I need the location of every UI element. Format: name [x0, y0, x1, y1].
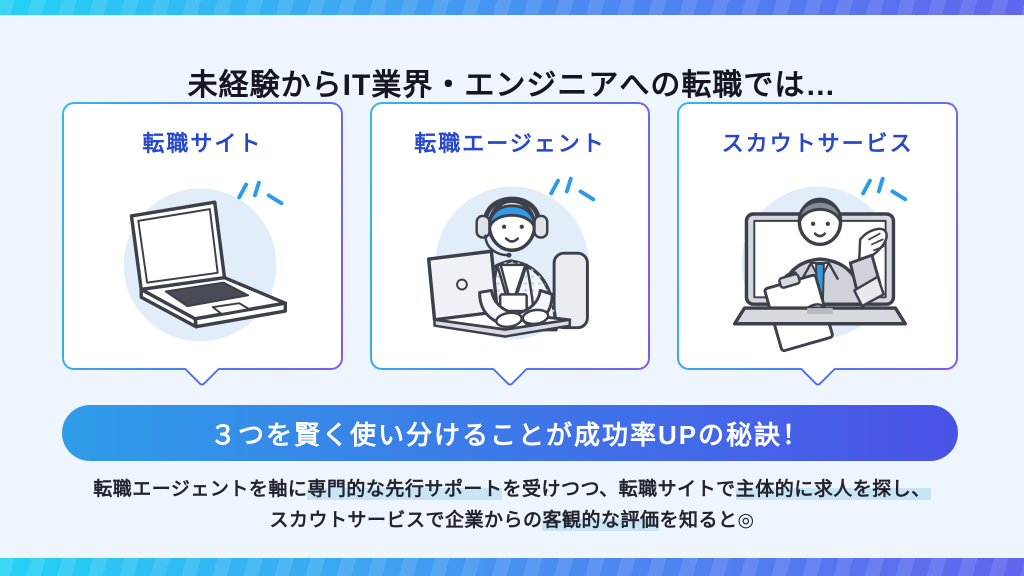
highlighted-phrase: 主体的に求人を探し、	[735, 479, 931, 500]
highlighted-phrase: 専門的な先行サポート	[307, 479, 503, 500]
clipboard-clip	[777, 272, 801, 289]
lanyard	[499, 265, 526, 298]
scout-video-call-illustration	[732, 176, 907, 353]
agent-at-laptop-illustration	[426, 176, 596, 340]
card-title: 転職エージェント	[414, 131, 606, 156]
sparkle-icon	[549, 176, 596, 202]
cuff	[852, 275, 885, 308]
card-scout-service: スカウトサービス	[677, 102, 959, 388]
laptop-base	[732, 306, 907, 326]
description-line-2: スカウトサービスで企業からの客観的な評価を知ると◎	[269, 510, 755, 531]
page-title: 未経験からIT業界・エンジニアへの転職では…	[187, 69, 837, 103]
bottom-gradient-bar	[0, 558, 1024, 576]
hand	[521, 308, 550, 326]
description-text: 転職エージェントを軸に専門的な先行サポートを受けつつ、転職サイトで主体的に求人を…	[0, 474, 1024, 536]
highlighted-phrase: 客観的な評価	[542, 510, 660, 531]
banner-text: ３つを賢く使い分けることが成功率UPの秘訣！	[209, 419, 811, 450]
sparkle-icon	[237, 180, 284, 206]
top-gradient-bar	[0, 0, 1024, 15]
headset-band	[483, 196, 541, 225]
card-tenshoku-site: 転職サイト	[62, 102, 343, 388]
card-title: 転職サイト	[142, 131, 263, 156]
service-cards-row: 転職サイト	[62, 102, 959, 388]
laptop-illustration	[123, 180, 288, 342]
card-title: スカウトサービス	[721, 131, 914, 156]
headset-earcup	[533, 214, 549, 239]
chair	[552, 251, 589, 330]
key-message-banner: ３つを賢く使い分けることが成功率UPの秘訣！	[62, 405, 958, 461]
id-badge	[498, 293, 528, 313]
headset-mic	[484, 234, 510, 257]
description-line-1: 転職エージェントを軸に専門的な先行サポートを受けつつ、転職サイトで主体的に求人を…	[93, 479, 931, 500]
hair	[797, 199, 842, 224]
sparkle-icon	[860, 176, 907, 202]
card-tenshoku-agent: 転職エージェント	[369, 102, 651, 388]
headset-earcup	[475, 214, 491, 239]
